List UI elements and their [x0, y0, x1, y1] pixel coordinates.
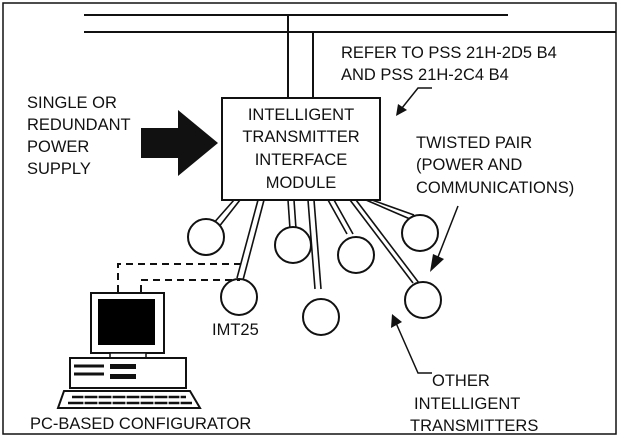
twisted-pair-label-line2: (POWER AND	[416, 156, 522, 174]
refer-label-line1: REFER TO PSS 21H-2D5 B4	[341, 44, 557, 62]
transmitter-cables	[211, 199, 420, 290]
supply-label-line2: REDUNDANT	[27, 116, 131, 134]
module-label-line1: INTELLIGENT	[248, 106, 354, 124]
module-label-line2: TRANSMITTER	[242, 128, 359, 146]
transmitters	[187, 214, 442, 336]
module-label-line3: INTERFACE	[255, 151, 348, 169]
twisted-pair-label-line1: TWISTED PAIR	[416, 134, 532, 152]
other-transmitters-line2: INTELLIGENT	[414, 395, 520, 413]
refer-leader-line	[401, 87, 432, 109]
supply-label-line4: SUPPLY	[27, 160, 91, 178]
twisted-pair-arrowhead-icon	[430, 254, 444, 272]
refer-label-line2: AND PSS 21H-2C4 B4	[341, 66, 509, 84]
transmitter-circle	[187, 218, 225, 256]
interface-module-box	[221, 97, 381, 201]
transmitter-circle	[302, 298, 340, 336]
configurator-label: PC-BASED CONFIGURATOR	[30, 415, 251, 433]
supply-label-line1: SINGLE OR	[27, 94, 117, 112]
transmitter-circle-imt25	[220, 278, 258, 316]
imt25-label: IMT25	[212, 321, 259, 339]
refer-arrowhead-icon	[396, 104, 407, 116]
transmitter-circle	[274, 226, 312, 264]
supply-label-line3: POWER	[27, 138, 89, 156]
other-transmitters-arrowhead-icon	[391, 314, 402, 328]
twisted-pair-label-line3: COMMUNICATIONS)	[416, 179, 574, 197]
other-transmitters-line3: TRANSMITTERS	[410, 417, 538, 435]
pc-configurator-icon	[56, 292, 202, 409]
transmitter-circle	[337, 236, 375, 274]
other-transmitters-line1: OTHER	[432, 372, 490, 390]
configurator-dashed-link	[117, 263, 246, 292]
transmitter-circle	[401, 214, 439, 252]
twisted-pair-leader-line	[437, 205, 459, 258]
module-label-line4: MODULE	[266, 174, 337, 192]
other-transmitters-leader-line	[395, 322, 432, 374]
power-arrow-icon	[141, 110, 218, 176]
transmitter-circle	[404, 281, 442, 319]
